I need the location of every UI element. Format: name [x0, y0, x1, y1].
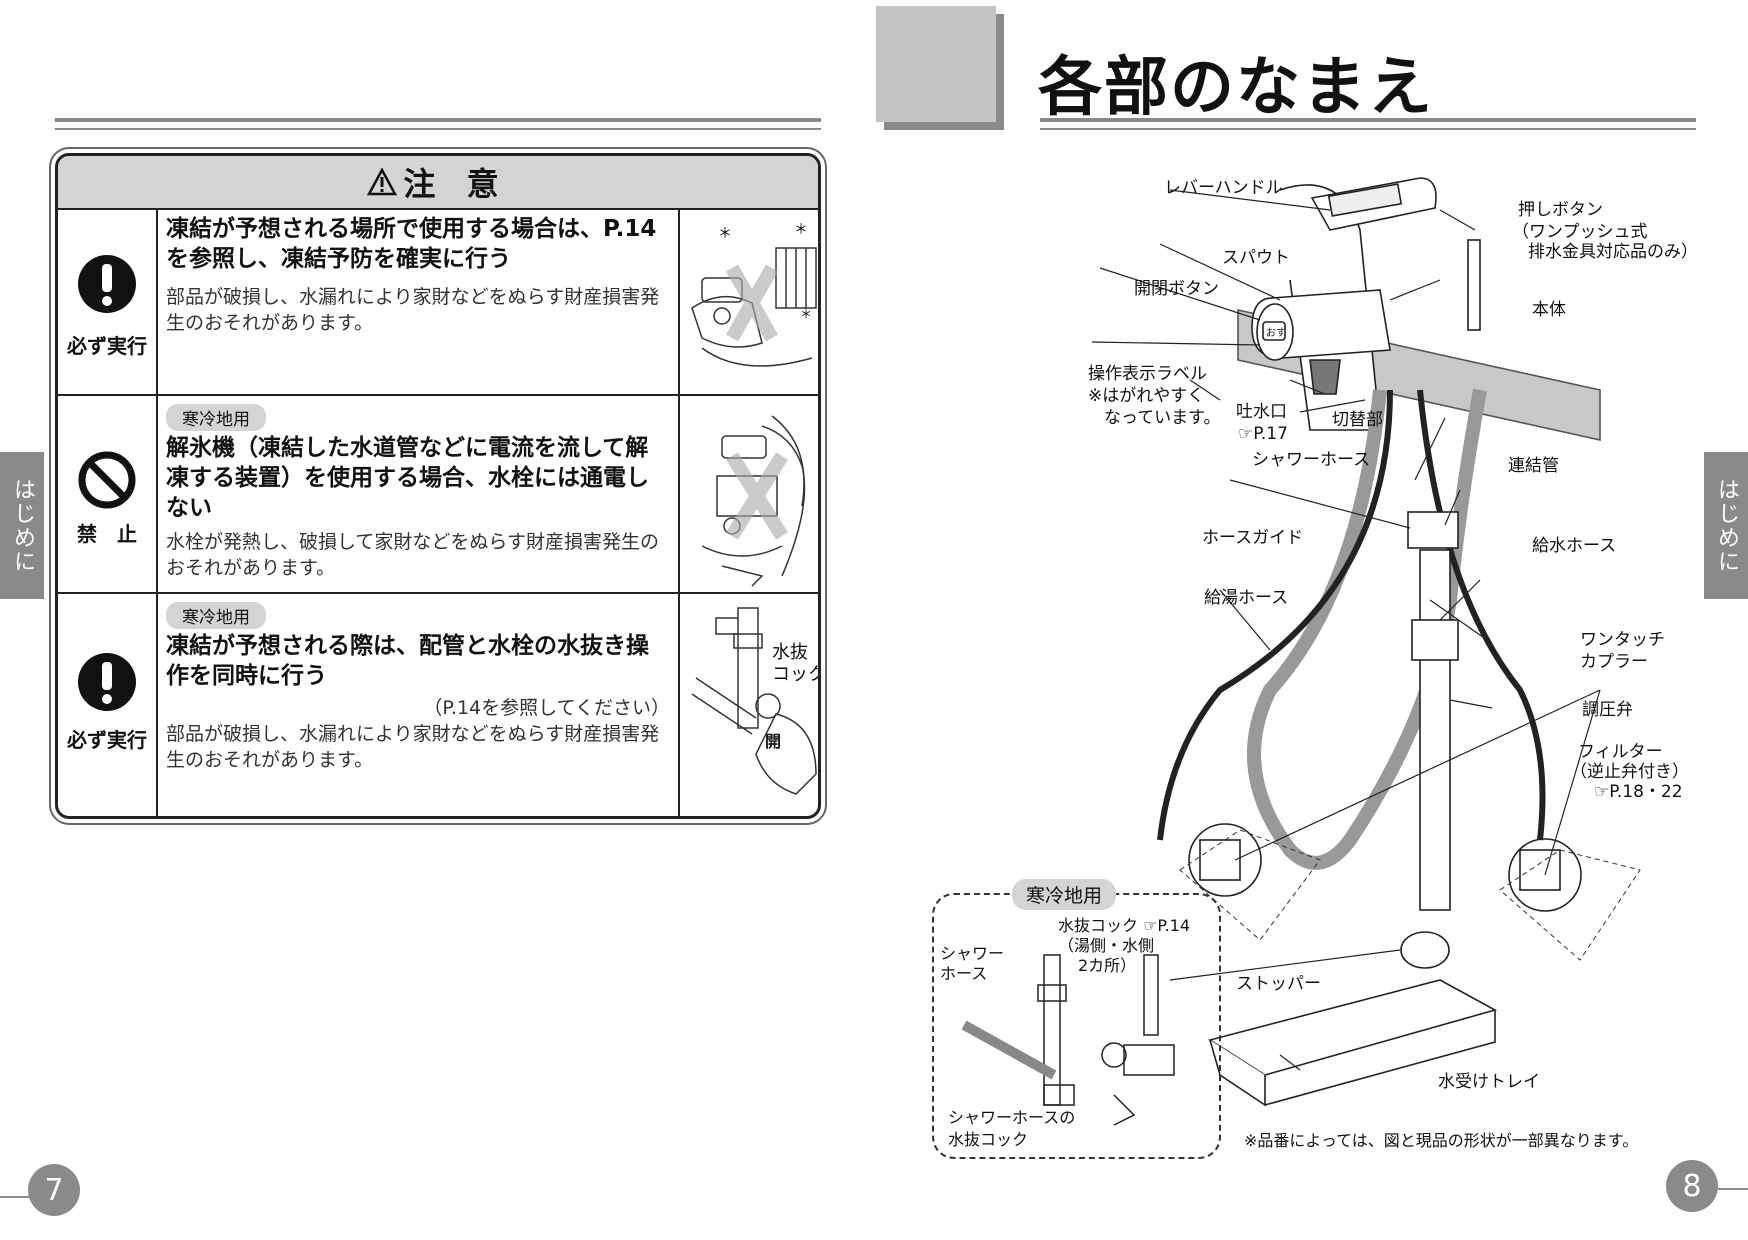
label-connecting-pipe: 連結管 — [1508, 456, 1559, 476]
label-water-supply-hose: 給水ホース — [1532, 536, 1617, 556]
label-hot-supply-hose: 給湯ホース — [1204, 588, 1289, 608]
illustration-thaw-machine — [682, 396, 818, 594]
text-cell: 寒冷地用 凍結が予想される際は、配管と水栓の水抜き操作を同時に行う （P.14を… — [158, 594, 680, 816]
caution-body: 部品が破損し、水漏れにより家財などをぬらす財産損害発生のおそれがあります。 — [166, 723, 660, 771]
icon-cell: 必ず実行 — [58, 594, 158, 816]
svg-text:＊: ＊ — [794, 222, 808, 238]
open-label: 開 — [765, 732, 782, 751]
top-rule-left-thin — [55, 128, 821, 130]
top-rule-right-thin — [1040, 128, 1696, 130]
illustration-drain-cock: 水抜 コック 開 — [682, 594, 821, 816]
cold-region-tag: 寒冷地用 — [166, 602, 266, 629]
cold-region-inset: 寒冷地用 水抜コック ☞P.14 （湯側・水側 2カ所） シャワー ホース シャ… — [932, 879, 1221, 1159]
faucet-diagram: おす — [1091, 177, 1641, 1107]
label-filter-1: フィルター — [1578, 742, 1663, 762]
caution-body: 水栓が発熱し、破損して家財などをぬらす財産損害発生のおそれがあります。 — [166, 531, 660, 579]
caution-ref: （P.14を参照してください） — [423, 697, 670, 719]
caution-row-1: 必ず実行 凍結が予想される場所で使用する場合は、P.14を参照し、凍結予防を確実… — [58, 208, 818, 394]
text-cell: 寒冷地用 解氷機（凍結した水道管などに電流を流して解凍する装置）を使用する場合、… — [158, 396, 680, 594]
page-line-left — [0, 1196, 30, 1198]
title-block — [876, 6, 996, 122]
label-one-touch-2: カプラー — [1580, 652, 1648, 672]
mandatory-icon — [78, 653, 136, 711]
label-stopper: ストッパー — [1236, 974, 1321, 994]
top-rule-left — [55, 118, 821, 122]
label-footnote: ※品番によっては、図と現品の形状が一部異なります。 — [1244, 1131, 1639, 1150]
label-filter-ref[interactable]: ☞P.18・22 — [1594, 782, 1683, 802]
label-shower-hose: シャワーホース — [1252, 450, 1371, 470]
page-title: 各部のなまえ — [1038, 51, 1434, 125]
caution-heading: 凍結が予想される際は、配管と水栓の水抜き操作を同時に行う — [166, 633, 649, 689]
caution-row-3: 必ず実行 寒冷地用 凍結が予想される際は、配管と水栓の水抜き操作を同時に行う （… — [58, 592, 821, 816]
faucet-button-text: おす — [1266, 327, 1286, 339]
inset-drawing — [961, 954, 1175, 1126]
prohibition-icon — [78, 451, 136, 509]
page-number-left: 7 — [28, 1164, 80, 1216]
label-pressure-valve: 調圧弁 — [1582, 700, 1633, 720]
inset-shower-drain-1: シャワーホースの — [948, 1108, 1076, 1127]
drain-cock-label: 水抜 コック — [772, 642, 821, 685]
label-push-button-note1: （ワンプッシュ式 — [1512, 222, 1648, 242]
label-switch: 切替部 — [1332, 410, 1383, 430]
caution-row-2: 禁 止 寒冷地用 解氷機（凍結した水道管などに電流を流して解凍する装置）を使用す… — [58, 394, 818, 594]
label-lever-handle: レバーハンドル — [1164, 178, 1283, 198]
warning-icon — [367, 168, 398, 196]
top-rule-right — [1040, 118, 1696, 122]
mandatory-icon — [78, 255, 136, 313]
label-push-button-note2: 排水金具対応品のみ） — [1528, 242, 1698, 262]
icon-label: 必ず実行 — [67, 728, 147, 752]
label-push-button: 押しボタン — [1518, 200, 1603, 220]
inset-shower-drain-2: 水抜コック — [948, 1130, 1029, 1149]
label-spout: スパウト — [1222, 248, 1290, 268]
label-filter-2: （逆止弁付き） — [1570, 762, 1689, 782]
label-open-close-button: 開閉ボタン — [1134, 279, 1219, 299]
icon-cell: 禁 止 — [58, 396, 158, 594]
svg-text:＊: ＊ — [800, 307, 812, 321]
caution-table: 注 意 必ず実行 凍結が予想される場所で使用する場合は、P.14を参照し、凍結予… — [55, 153, 821, 819]
label-hose-guide: ホースガイド — [1202, 528, 1304, 548]
page-line-right — [1718, 1188, 1748, 1190]
svg-text:＊: ＊ — [718, 226, 732, 242]
inset-drain-label-2: （湯側・水側 — [1058, 936, 1155, 955]
inset-shower-label-2: ホース — [940, 964, 988, 983]
label-operation-sticker: 操作表示ラベル — [1088, 364, 1207, 384]
label-sticker-note2: なっています。 — [1104, 408, 1221, 428]
caution-body: 部品が破損し、水漏れにより家財などをぬらす財産損害発生のおそれがあります。 — [166, 286, 660, 334]
text-cell: 凍結が予想される場所で使用する場合は、P.14を参照し、凍結予防を確実に行う 部… — [158, 208, 680, 394]
label-body: 本体 — [1532, 300, 1566, 320]
label-outlet: 吐水口 — [1236, 402, 1287, 422]
caution-header: 注 意 — [58, 156, 818, 210]
icon-label: 必ず実行 — [67, 334, 147, 358]
inset-drain-label: 水抜コック ☞P.14 — [1058, 916, 1191, 935]
label-one-touch-1: ワンタッチ — [1580, 630, 1665, 650]
label-outlet-ref[interactable]: ☞P.17 — [1238, 424, 1288, 444]
caution-heading: 凍結が予想される場所で使用する場合は、P.14を参照し、凍結予防を確実に行う — [166, 216, 657, 272]
label-sticker-note1: ※はがれやすく — [1088, 386, 1205, 406]
illustration-frozen-faucet: ＊ ＊ ＊ — [682, 208, 818, 394]
label-tray: 水受けトレイ — [1438, 1072, 1540, 1092]
caution-title: 注 意 — [403, 165, 509, 203]
inset-title: 寒冷地用 — [1012, 879, 1117, 910]
icon-cell: 必ず実行 — [58, 208, 158, 394]
inset-shower-label-1: シャワー — [940, 944, 1005, 963]
icon-label: 禁 止 — [77, 522, 137, 546]
cold-region-tag: 寒冷地用 — [166, 404, 266, 431]
side-tab-left[interactable]: はじめに — [0, 452, 44, 599]
caution-heading: 解氷機（凍結した水道管などに電流を流して解凍する装置）を使用する場合、水栓には通… — [166, 435, 649, 521]
inset-drain-label-3: 2カ所） — [1078, 956, 1137, 975]
side-tab-right[interactable]: はじめに — [1704, 452, 1748, 599]
page-number-right: 8 — [1666, 1160, 1718, 1212]
